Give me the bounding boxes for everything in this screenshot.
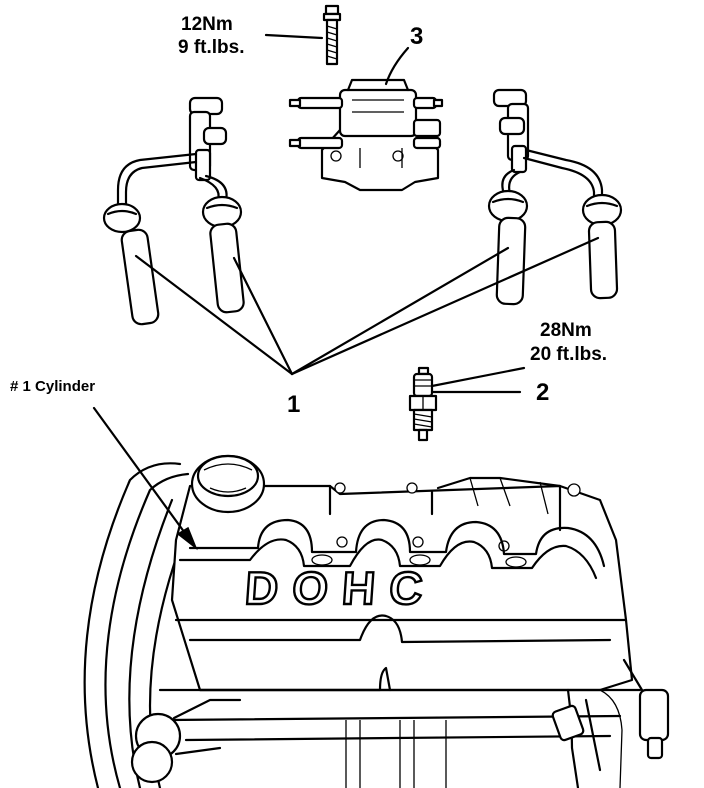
coil-bolt: [322, 4, 342, 66]
coil-bolt-leader: [264, 33, 324, 40]
callout-3-leader: [384, 46, 410, 86]
cylinder-arrow-head: [176, 526, 198, 551]
plug-torque-ftlbs: 20 ft.lbs.: [530, 344, 608, 365]
cover-dohc-text: DOHC: [243, 562, 438, 614]
callout-3: 3: [410, 23, 424, 50]
spark-plug: [408, 366, 438, 442]
cylinder-arrow-line: [92, 406, 192, 542]
coil-torque-ftlbs: 9 ft.lbs.: [178, 37, 245, 58]
callout-1: 1: [287, 391, 301, 418]
callout-2: 2: [536, 379, 550, 406]
callout-1-leaders: [134, 236, 600, 376]
spark-plug-wires: [102, 88, 623, 326]
engine-head: [83, 454, 670, 788]
plug-torque-nm: 28Nm: [540, 320, 592, 341]
cylinder-label: # 1 Cylinder: [10, 378, 96, 395]
plug-torque-leader: [430, 366, 526, 388]
ignition-coil-pack: [288, 78, 444, 192]
coil-torque-nm: 12Nm: [181, 14, 233, 35]
